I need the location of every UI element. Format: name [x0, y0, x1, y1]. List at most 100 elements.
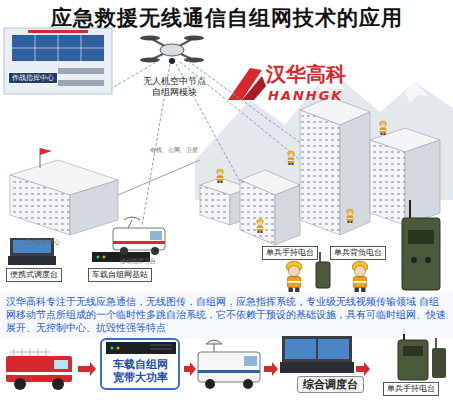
fire-truck-picture-part	[10, 349, 50, 355]
rescuer-figures-part	[257, 219, 264, 233]
city-buildings-part	[275, 185, 300, 245]
product-tag: 单兵手持电台	[383, 382, 439, 396]
site-caption: 后方指挥中心	[24, 238, 60, 245]
handheld-radio-part	[319, 252, 321, 262]
city-buildings-part	[370, 140, 405, 225]
city-buildings-part	[200, 185, 230, 225]
rescuer-figures-part	[347, 209, 354, 223]
command-center-picture-part	[4, 28, 112, 94]
vehicle-caption: 移动指挥平台	[120, 257, 156, 264]
rear-command-building-part	[70, 180, 118, 235]
device-tag: 单兵手持电台	[262, 246, 318, 260]
rescuer-figures-part	[286, 261, 301, 292]
backpack-radio-part	[425, 257, 431, 263]
rescuer-figures-part	[288, 151, 295, 165]
node-text: 单兵背负电台	[334, 248, 382, 258]
handheld-radio-part	[316, 262, 330, 288]
fire-truck-picture-part	[14, 378, 26, 390]
command-van-picture	[113, 217, 165, 255]
city-buildings-part	[340, 112, 370, 235]
rescuer-figures-part	[352, 261, 367, 292]
backpack-radio	[402, 200, 440, 290]
drone-picture-part	[169, 58, 175, 64]
backpack-radio-part	[402, 218, 440, 290]
drone-picture-part	[150, 38, 194, 60]
command-center-picture-part	[12, 35, 104, 61]
command-center-picture-part	[28, 30, 88, 33]
console-picture-part	[282, 336, 352, 362]
rear-command-building-part	[10, 175, 70, 235]
rack-device-picture-part	[117, 347, 120, 350]
brand-icon	[228, 68, 266, 100]
wired-link	[118, 160, 200, 195]
drone-caption: 无人机空中节点 自组网模块	[132, 76, 216, 98]
rack-device-picture-part	[111, 347, 114, 350]
fire-truck-picture-part	[52, 378, 64, 390]
command-vehicle-picture-part	[244, 356, 257, 366]
device-tag: 车载自组网基站	[88, 268, 152, 282]
backpack-radio-part	[409, 200, 411, 218]
background-part	[0, 292, 453, 338]
node-text: 车载自组网 宽带大功率	[108, 358, 172, 384]
rescuer-figures-part	[380, 121, 387, 135]
portable-console-picture-part	[8, 256, 56, 265]
console-picture-part	[285, 339, 316, 359]
fire-truck-picture	[6, 349, 72, 390]
node-text: 单兵手持电台	[266, 248, 314, 258]
fire-truck-picture-part	[54, 360, 68, 369]
site-tag: 作战指挥中心	[8, 72, 58, 84]
node-text: 作战指挥中心	[12, 74, 54, 82]
flow-arrows-part	[78, 362, 96, 376]
rack-device-picture	[106, 342, 176, 354]
command-center-picture-part	[12, 35, 104, 61]
radio-picture-part	[432, 348, 446, 378]
flow-arrows-part	[184, 362, 196, 376]
command-center-picture-part	[58, 80, 104, 86]
node-text: 单兵手持电台	[387, 384, 435, 394]
drone-picture	[140, 36, 204, 65]
command-vehicle-picture-part	[198, 370, 260, 373]
node-text: 车载自组网基站	[92, 270, 148, 280]
rescuer-figures-part	[217, 169, 224, 183]
command-van-picture-part	[120, 247, 128, 255]
backpack-radio-part	[408, 230, 434, 244]
rear-command-building	[10, 148, 118, 235]
brand-icon-part	[242, 76, 266, 100]
console-picture	[280, 336, 354, 373]
command-center-picture	[4, 28, 112, 94]
rack-device-picture-part	[106, 342, 176, 354]
mountains-part	[405, 82, 428, 102]
console-picture-part	[280, 362, 354, 373]
backpack-radio-part	[411, 257, 417, 263]
diagram-title: 应急救援无线通信自组网技术的应用	[0, 4, 453, 32]
command-van-picture-part	[113, 228, 165, 250]
command-vehicle-picture-part	[205, 379, 215, 389]
flow-arrows-part	[356, 362, 370, 376]
drone-picture-part	[184, 58, 204, 63]
command-van-picture-part	[150, 231, 162, 240]
rack-base-station-picture-part	[97, 256, 100, 259]
command-van-picture-part	[124, 217, 140, 228]
radio-picture-part	[403, 346, 423, 356]
radio-picture-part	[398, 340, 428, 380]
device-tag: 单兵背负电台	[330, 246, 386, 260]
rear-command-building-part	[40, 148, 52, 155]
handheld-radio	[316, 252, 330, 288]
city-buildings-part	[300, 110, 340, 235]
drone-picture-part	[184, 36, 204, 41]
command-vehicle-picture	[198, 340, 260, 389]
command-vehicle-picture-part	[198, 352, 260, 382]
node-text: 综合调度台	[303, 378, 358, 391]
drone-picture-part	[140, 36, 160, 41]
city-buildings-part	[240, 180, 275, 245]
command-van-picture-part	[113, 241, 165, 244]
link-note: 有线、公网、卫星	[150, 146, 198, 153]
rescuer-figures	[217, 121, 387, 292]
command-vehicle-picture-part	[243, 379, 253, 389]
drone-picture-part	[160, 44, 184, 56]
brand-name: 汉华高科	[266, 62, 346, 86]
